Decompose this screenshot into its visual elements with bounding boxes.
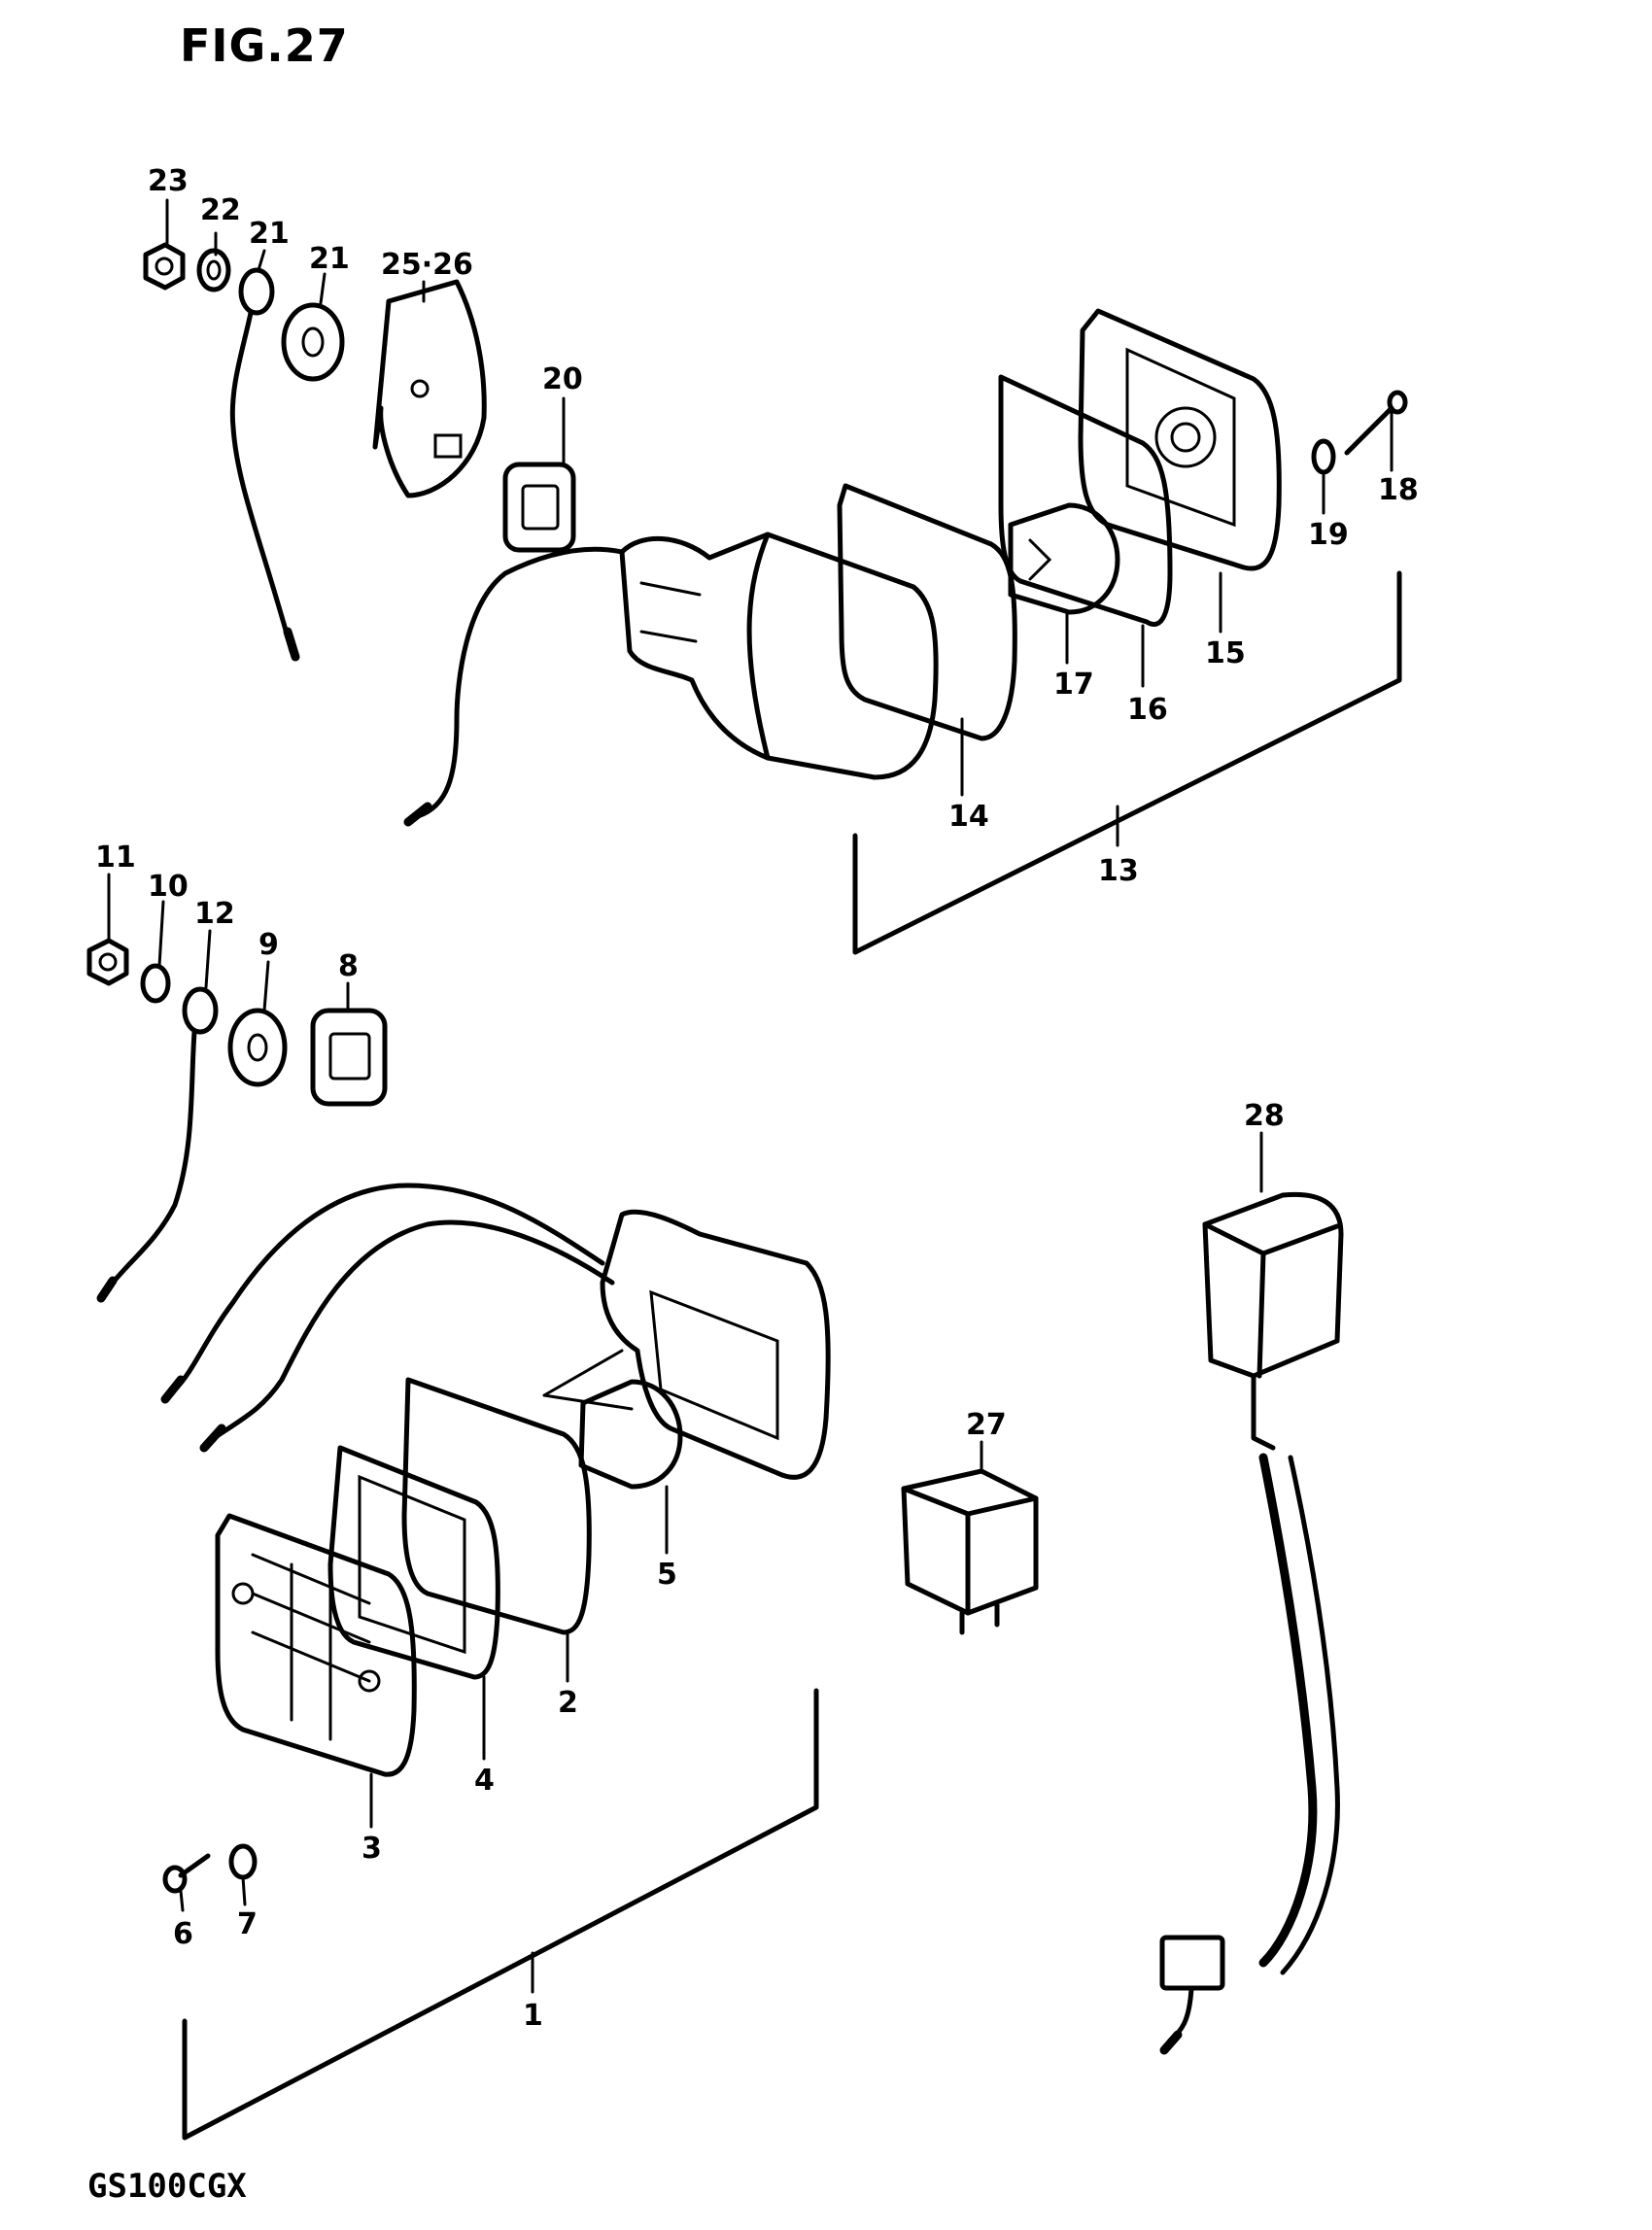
ground-lead-wire [229, 267, 300, 662]
callout-11: 11 [95, 841, 136, 875]
lower-lamp-housing [160, 1183, 831, 1480]
flasher-unit-28 [1159, 1191, 1344, 2055]
lock-washer-22 [196, 248, 231, 292]
upper-turn-signal-assembly [143, 242, 1408, 955]
callout-16: 16 [1127, 693, 1168, 727]
callout-22: 22 [200, 193, 241, 227]
callout-17: 17 [1053, 668, 1094, 702]
callout-6: 6 [173, 1917, 193, 1951]
grommet-20 [502, 462, 576, 553]
callout-4: 4 [474, 1764, 495, 1798]
lower-turn-signal-assembly [86, 938, 831, 2141]
leader-lines [107, 198, 1394, 1912]
callout-18: 18 [1378, 473, 1419, 507]
callout-9: 9 [258, 928, 279, 962]
gasket-16 [998, 374, 1173, 627]
callout-7: 7 [237, 1907, 258, 1941]
callout-1: 1 [523, 1999, 543, 2033]
lock-washer-10 [140, 963, 171, 1004]
washer-19 [1311, 438, 1336, 475]
screw-18 [1344, 390, 1408, 456]
callout-19: 19 [1308, 518, 1349, 552]
grommet-8 [310, 1008, 388, 1107]
gasket-2 [401, 1377, 592, 1635]
washer-7 [228, 1843, 258, 1880]
callout-23: 23 [148, 164, 189, 198]
callout-numbers: 23 22 21 21 25·26 20 14 17 16 15 19 18 1… [95, 164, 1419, 2033]
callout-21a: 21 [249, 217, 290, 251]
screw-6 [162, 1853, 211, 1894]
nut-11 [86, 938, 129, 986]
bracket-25-26 [372, 279, 487, 498]
bulb-5 [542, 1349, 683, 1490]
callout-20: 20 [542, 362, 583, 396]
washer-9 [227, 1008, 288, 1087]
callout-13: 13 [1098, 854, 1139, 888]
callout-25-26: 25·26 [381, 248, 473, 282]
callout-8: 8 [338, 949, 359, 983]
callout-28: 28 [1244, 1099, 1285, 1133]
callout-12: 12 [194, 897, 235, 931]
callout-21b: 21 [309, 242, 350, 276]
callout-3: 3 [361, 1832, 382, 1866]
assembly-bracket-13 [852, 570, 1402, 955]
gasket-14 [837, 483, 1017, 741]
callout-10: 10 [148, 870, 189, 904]
washer-21 [281, 302, 345, 382]
upper-lamp-housing [403, 532, 939, 827]
callout-14: 14 [948, 800, 989, 834]
callout-2: 2 [558, 1686, 578, 1720]
callout-15: 15 [1205, 636, 1246, 670]
figure-title: FIG.27 [180, 19, 349, 72]
callout-27: 27 [966, 1408, 1007, 1442]
relay-27 [901, 1468, 1039, 1635]
bulb-17 [1008, 502, 1120, 615]
model-code: GS100CGX [87, 2167, 247, 2206]
lens-3 [215, 1513, 417, 1777]
nut-23 [143, 242, 186, 291]
ground-lead-12 [96, 986, 219, 1303]
gasket-4 [327, 1445, 500, 1680]
lens-15 [1078, 308, 1282, 571]
callout-5: 5 [657, 1558, 677, 1592]
assembly-bracket-1 [182, 1688, 819, 2141]
